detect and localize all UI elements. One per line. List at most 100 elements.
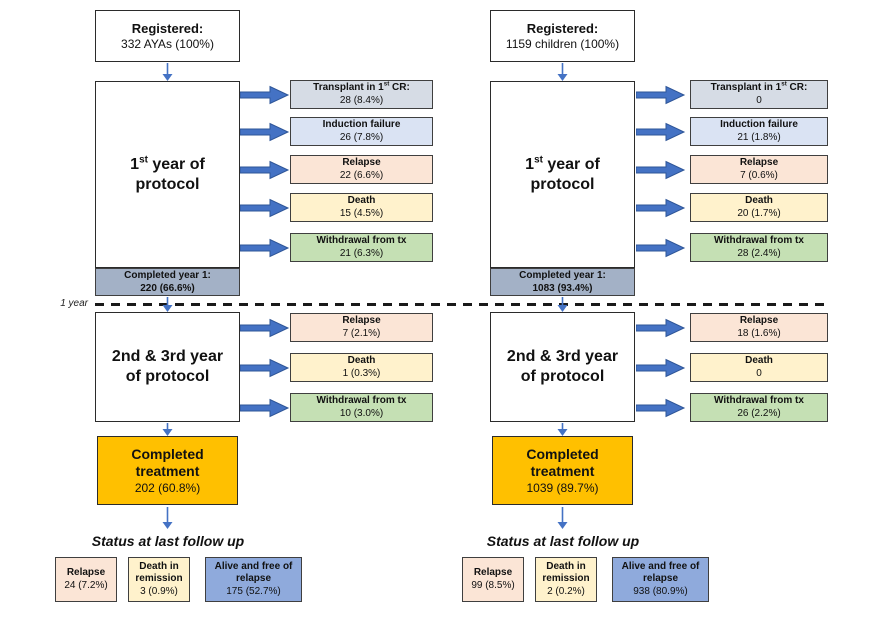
- exit-box-relapse-children: Relapse 7 (0.6%): [690, 155, 828, 184]
- exit-value: 28 (8.4%): [339, 94, 384, 106]
- exit-value: 21 (6.3%): [339, 247, 384, 259]
- exit-title: Relapse: [739, 315, 779, 326]
- followup-value: 24 (7.2%): [64, 579, 108, 591]
- year23-label: 2nd & 3rd year of protocol: [506, 348, 619, 385]
- followup-value: 175 (52.7%): [226, 585, 281, 597]
- followup-value: 2 (0.2%): [547, 585, 585, 597]
- exit-value: 20 (1.7%): [737, 207, 781, 219]
- registered-title: Registered:: [131, 20, 204, 36]
- flow-arrow-right: [240, 85, 290, 105]
- flow-arrow-down: [557, 297, 568, 312]
- exit-title: Induction failure: [720, 119, 798, 130]
- followup-box-alive-ayas: Alive and free of relapse 175 (52.7%): [205, 557, 302, 602]
- followup-box-relapse-ayas: Relapse 24 (7.2%): [55, 557, 117, 602]
- exit-box-death-ayas: Death 15 (4.5%): [290, 193, 433, 222]
- completed-year1-value: 1083 (93.4%): [532, 283, 593, 294]
- followup-title: Relapse: [66, 567, 106, 578]
- flow-arrow-down: [557, 423, 568, 436]
- year23-box-children: 2nd & 3rd year of protocol: [490, 312, 635, 422]
- followup-value: 99 (8.5%): [471, 579, 515, 591]
- one-year-divider-line: [95, 303, 828, 306]
- exit-box-relapse2-ayas: Relapse 7 (2.1%): [290, 313, 433, 342]
- followup-title: Death in remission: [135, 560, 183, 585]
- registered-value: 332 AYAs (100%): [121, 36, 214, 51]
- completed-treatment-value: 1039 (89.7%): [526, 480, 599, 495]
- exit-box-induction-failure-children: Induction failure 21 (1.8%): [690, 117, 828, 146]
- exit-value: 15 (4.5%): [339, 207, 384, 219]
- completed-year1-box-children: Completed year 1: 1083 (93.4%): [490, 268, 635, 296]
- completed-year1-title: Completed year 1:: [519, 270, 606, 281]
- exit-title: Death: [745, 355, 773, 366]
- exit-box-death2-children: Death 0: [690, 353, 828, 382]
- flow-arrow-down: [162, 507, 173, 529]
- exit-title: Withdrawal from tx: [316, 395, 407, 406]
- exit-value: 21 (1.8%): [737, 131, 781, 143]
- completed-treatment-title: Completed treatment: [526, 445, 599, 479]
- status-heading: Status at last follow up: [486, 533, 640, 549]
- flow-arrow-right: [636, 358, 686, 378]
- exit-value: 0: [756, 367, 762, 379]
- exit-title: Withdrawal from tx: [714, 395, 804, 406]
- exit-box-transplant-children: Transplant in 1st CR: 0: [690, 80, 828, 109]
- flow-arrow-right: [240, 398, 290, 418]
- exit-title: Relapse: [739, 157, 779, 168]
- one-year-label: 1 year: [60, 298, 88, 309]
- exit-value: 26 (7.8%): [339, 131, 384, 143]
- completed-year1-box-ayas: Completed year 1: 220 (66.6%): [95, 268, 240, 296]
- flow-arrow-right: [240, 122, 290, 142]
- registered-box-children: Registered: 1159 children (100%): [490, 10, 635, 62]
- exit-title: Relapse: [342, 157, 381, 168]
- followup-box-death-in-remission-ayas: Death in remission 3 (0.9%): [128, 557, 190, 602]
- year1-box-children: 1st year of protocol: [490, 81, 635, 268]
- followup-box-relapse-children: Relapse 99 (8.5%): [462, 557, 524, 602]
- year1-box-ayas: 1st year of protocol: [95, 81, 240, 268]
- flow-arrow-down: [557, 63, 568, 81]
- exit-value: 28 (2.4%): [737, 247, 781, 259]
- registered-title: Registered:: [526, 20, 599, 36]
- exit-box-withdrawal-ayas: Withdrawal from tx 21 (6.3%): [290, 233, 433, 262]
- exit-box-induction-failure-ayas: Induction failure 26 (7.8%): [290, 117, 433, 146]
- year23-label: 2nd & 3rd year of protocol: [111, 348, 224, 385]
- flow-arrow-right: [240, 358, 290, 378]
- year23-box-ayas: 2nd & 3rd year of protocol: [95, 312, 240, 422]
- exit-title: Induction failure: [322, 119, 401, 130]
- exit-value: 1 (0.3%): [342, 367, 381, 379]
- followup-box-alive-children: Alive and free of relapse 938 (80.9%): [612, 557, 709, 602]
- completed-year1-value: 220 (66.6%): [140, 283, 195, 294]
- status-heading: Status at last follow up: [91, 533, 245, 549]
- exit-title: Death: [347, 195, 376, 206]
- exit-box-withdrawal2-ayas: Withdrawal from tx 10 (3.0%): [290, 393, 433, 422]
- exit-value: 22 (6.6%): [339, 169, 384, 181]
- completed-treatment-title: Completed treatment: [131, 445, 204, 479]
- flow-arrow-down: [162, 63, 173, 81]
- year1-label: 1st year of protocol: [525, 154, 600, 193]
- exit-box-withdrawal-children: Withdrawal from tx 28 (2.4%): [690, 233, 828, 262]
- flow-arrow-down: [557, 507, 568, 529]
- followup-title: Alive and free of relapse: [621, 560, 700, 585]
- followup-value: 3 (0.9%): [140, 585, 178, 597]
- flow-arrow-down: [162, 297, 173, 312]
- followup-value: 938 (80.9%): [633, 585, 688, 597]
- exit-box-relapse2-children: Relapse 18 (1.6%): [690, 313, 828, 342]
- flow-arrow-right: [636, 398, 686, 418]
- flow-arrow-right: [240, 318, 290, 338]
- exit-value: 26 (2.2%): [737, 407, 781, 419]
- exit-box-death-children: Death 20 (1.7%): [690, 193, 828, 222]
- registered-value: 1159 children (100%): [505, 36, 620, 51]
- exit-value: 7 (2.1%): [342, 327, 381, 339]
- exit-value: 7 (0.6%): [740, 169, 778, 181]
- exit-box-transplant-ayas: Transplant in 1st CR: 28 (8.4%): [290, 80, 433, 109]
- completed-year1-title: Completed year 1:: [124, 270, 211, 281]
- exit-title: Transplant in 1st CR:: [710, 80, 808, 93]
- exit-box-relapse-ayas: Relapse 22 (6.6%): [290, 155, 433, 184]
- flow-arrow-right: [240, 160, 290, 180]
- followup-title: Alive and free of relapse: [214, 560, 293, 585]
- exit-title: Transplant in 1st CR:: [313, 80, 410, 93]
- completed-treatment-box-children: Completed treatment 1039 (89.7%): [492, 436, 633, 505]
- flow-arrow-right: [636, 198, 686, 218]
- exit-title: Death: [347, 355, 376, 366]
- registered-box-ayas: Registered: 332 AYAs (100%): [95, 10, 240, 62]
- exit-title: Relapse: [342, 315, 381, 326]
- followup-title: Relapse: [473, 567, 513, 578]
